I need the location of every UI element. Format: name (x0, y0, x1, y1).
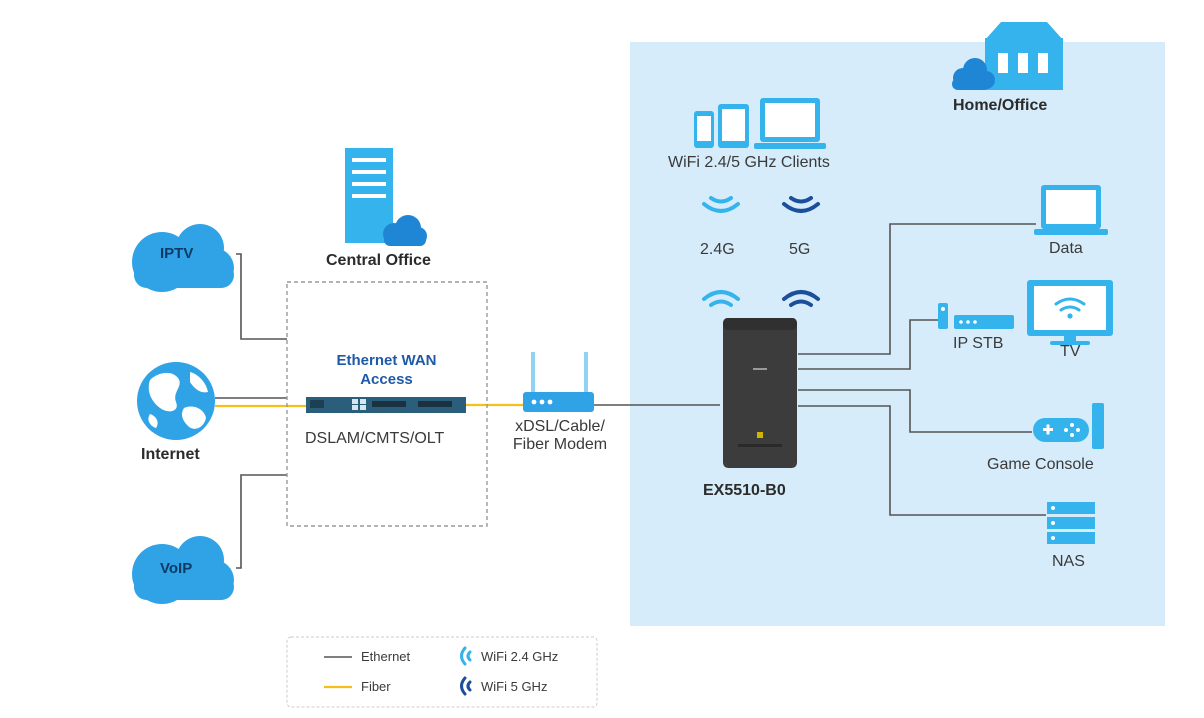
wifi-clients-icon (694, 98, 826, 149)
data-laptop-icon (1034, 185, 1108, 235)
wifi-5-waves-top-icon (782, 196, 820, 213)
legend-wifi5-icon (460, 676, 467, 696)
legend-wifi24-icon (460, 646, 467, 666)
home-office-building-icon (952, 22, 1063, 90)
router-icon (723, 318, 797, 468)
legend-fiber-label: Fiber (361, 679, 391, 694)
internet-label: Internet (141, 446, 200, 463)
router-stb-link (798, 319, 940, 370)
iptv-link (236, 253, 287, 340)
wifi-24-waves-top-icon (702, 196, 740, 213)
voip-cloud-icon (132, 536, 234, 604)
legend-wifi24-label: WiFi 2.4 GHz (481, 649, 559, 664)
router-label: EX5510-B0 (703, 482, 786, 499)
central-office-building-icon (345, 148, 427, 246)
wifi-24-waves-bottom-icon (702, 290, 740, 307)
ip-stb-icon (938, 303, 1014, 329)
legend-wifi5-label: WiFi 5 GHz (481, 679, 548, 694)
ip-stb-label: IP STB (953, 335, 1004, 352)
nas-icon (1047, 502, 1095, 544)
wifi-5-waves-bottom-icon (782, 290, 820, 307)
nas-label: NAS (1052, 553, 1085, 570)
router-game-link (798, 389, 1032, 433)
dslam-label: DSLAM/CMTS/OLT (305, 430, 445, 447)
ethernet-wan-access-label: Ethernet WAN Access (336, 352, 437, 388)
home-office-label: Home/Office (953, 97, 1048, 114)
router-nas-link (798, 405, 1046, 516)
tv-icon (1027, 280, 1113, 345)
globe-icon (137, 362, 215, 440)
game-console-label: Game Console (987, 456, 1094, 473)
iptv-label: IPTV (160, 245, 194, 262)
fiber-lines (215, 403, 523, 408)
game-console-icon (1033, 403, 1104, 449)
legend-box (286, 636, 598, 708)
router-data-link (798, 223, 1036, 355)
central-office-box (286, 281, 488, 527)
legend-wifi5-icon-inner (466, 680, 472, 692)
voip-link (236, 474, 287, 569)
voip-label: VoIP (160, 560, 193, 577)
modem-icon (523, 352, 594, 412)
iptv-cloud-icon (132, 224, 234, 292)
band-24-label: 2.4G (700, 241, 735, 258)
ethernet-lines (215, 223, 1046, 569)
wifi-clients-label: WiFi 2.4/5 GHz Clients (668, 154, 830, 171)
legend-wifi24-icon-inner (466, 650, 472, 662)
central-office-label: Central Office (326, 252, 431, 269)
data-label: Data (1049, 240, 1083, 257)
dslam-rack-icon (306, 397, 466, 413)
legend-ethernet-label: Ethernet (361, 649, 411, 664)
modem-label: xDSL/Cable/ Fiber Modem (512, 418, 608, 453)
tv-label: TV (1060, 343, 1081, 360)
band-5-label: 5G (789, 241, 811, 258)
